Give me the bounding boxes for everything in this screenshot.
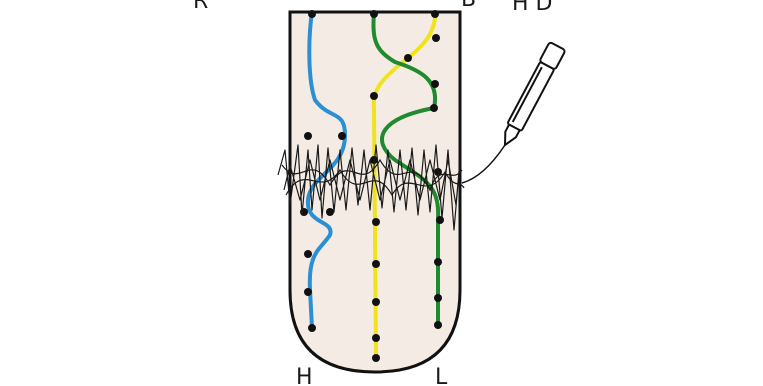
scribble-mark (277, 144, 461, 231)
node-dot (436, 216, 444, 224)
node-dot (434, 294, 442, 302)
node-dot (304, 132, 312, 140)
top-right-label: H D (512, 0, 552, 16)
node-dot (372, 260, 380, 268)
node-dot (372, 218, 380, 226)
node-dot (434, 321, 442, 329)
node-dot (304, 288, 312, 296)
node-dot (308, 10, 316, 18)
node-dot (372, 354, 380, 362)
pen-icon (503, 41, 566, 147)
node-dot (326, 208, 334, 216)
scribble-mark (285, 168, 465, 197)
node-dot (370, 156, 378, 164)
top-left-label: R (193, 0, 208, 14)
node-dot (370, 92, 378, 100)
node-dots (300, 10, 444, 362)
node-dot (431, 10, 439, 18)
node-dot (304, 250, 312, 258)
node-dot (430, 104, 438, 112)
scribble-mark (281, 158, 463, 192)
node-dot (338, 132, 346, 140)
bottom-left-label: H (296, 365, 313, 386)
node-dot (372, 298, 380, 306)
pen-line (461, 144, 506, 184)
bottom-right-label: L (435, 365, 448, 386)
node-dot (434, 258, 442, 266)
node-dot (308, 324, 316, 332)
node-dot (404, 54, 412, 62)
node-dot (370, 10, 378, 18)
top-middle-label: B (461, 0, 476, 12)
node-dot (372, 334, 380, 342)
node-dot (431, 80, 439, 88)
node-dot (432, 34, 440, 42)
